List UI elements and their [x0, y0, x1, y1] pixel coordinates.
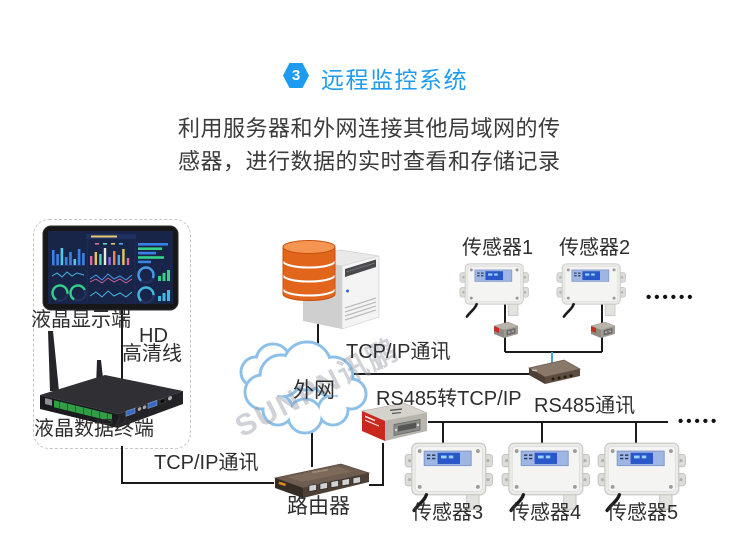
step-badge: 3 [283, 63, 309, 88]
sensor-device-5 [596, 441, 688, 513]
sensor-device-4 [500, 441, 592, 513]
hd-cable-label-line1: HD [139, 325, 168, 347]
data-terminal-device [40, 331, 183, 428]
router-device [273, 463, 371, 498]
sensor1-label: 传感器1 [462, 237, 534, 259]
database-icon [282, 240, 336, 301]
wifi-antenna-icon [48, 331, 59, 391]
dashboard-screen [51, 234, 170, 304]
router-label: 路由器 [287, 495, 350, 518]
description-line-2: 感器，进行数据的实时查看和存储记录 [178, 149, 561, 174]
rs485-converter-device [360, 402, 429, 441]
hd-cable-label-line2: 高清线 [122, 343, 182, 365]
ellipsis-bottom: ••••• [678, 413, 720, 430]
step-number: 3 [291, 67, 301, 84]
page-title: 远程监控系统 [321, 67, 468, 93]
cloud-label: 外网 [293, 379, 335, 402]
server-device [282, 240, 380, 330]
display-group-frame [33, 219, 191, 449]
description-line-1: 利用服务器和外网连接其他局域网的传 [178, 116, 561, 141]
sensor-device-1 [458, 262, 530, 318]
sensor2-label: 传感器2 [559, 237, 631, 259]
network-switch-device [528, 359, 581, 384]
lcd-display-label: 液晶显示端 [31, 309, 131, 331]
terminal-block-strip [45, 398, 112, 422]
io-ports [125, 396, 172, 417]
ellipsis-top: •••••• [646, 289, 696, 306]
cloud-icon [239, 340, 368, 435]
page-description: 利用服务器和外网连接其他局域网的传 感器，进行数据的实时查看和存储记录 [178, 112, 561, 178]
sensor4-label: 传感器4 [510, 502, 582, 524]
tcpip-top-label: TCP/IP通讯 [346, 341, 451, 363]
sensor-device-2 [555, 262, 627, 318]
ethernet-ports [308, 476, 361, 492]
db9-port [393, 419, 421, 436]
mini-converter-device [493, 321, 519, 339]
sensor-device-3 [403, 441, 495, 513]
lcd-monitor-device [42, 225, 179, 311]
mini-converter-device [590, 321, 616, 339]
sensor5-label: 传感器5 [607, 502, 679, 524]
converter-router-line [369, 443, 384, 486]
rs485-converter-label: RS485转TCP/IP [376, 388, 522, 410]
rs485-bus-label: RS485通讯 [534, 395, 636, 417]
tcpip-left-label: TCP/IP通讯 [154, 452, 259, 474]
connection-lines [121, 302, 668, 486]
data-terminal-label: 液晶数据终端 [34, 418, 154, 440]
sensor3-label: 传感器3 [412, 502, 484, 524]
tcpip-left-line [121, 446, 274, 484]
